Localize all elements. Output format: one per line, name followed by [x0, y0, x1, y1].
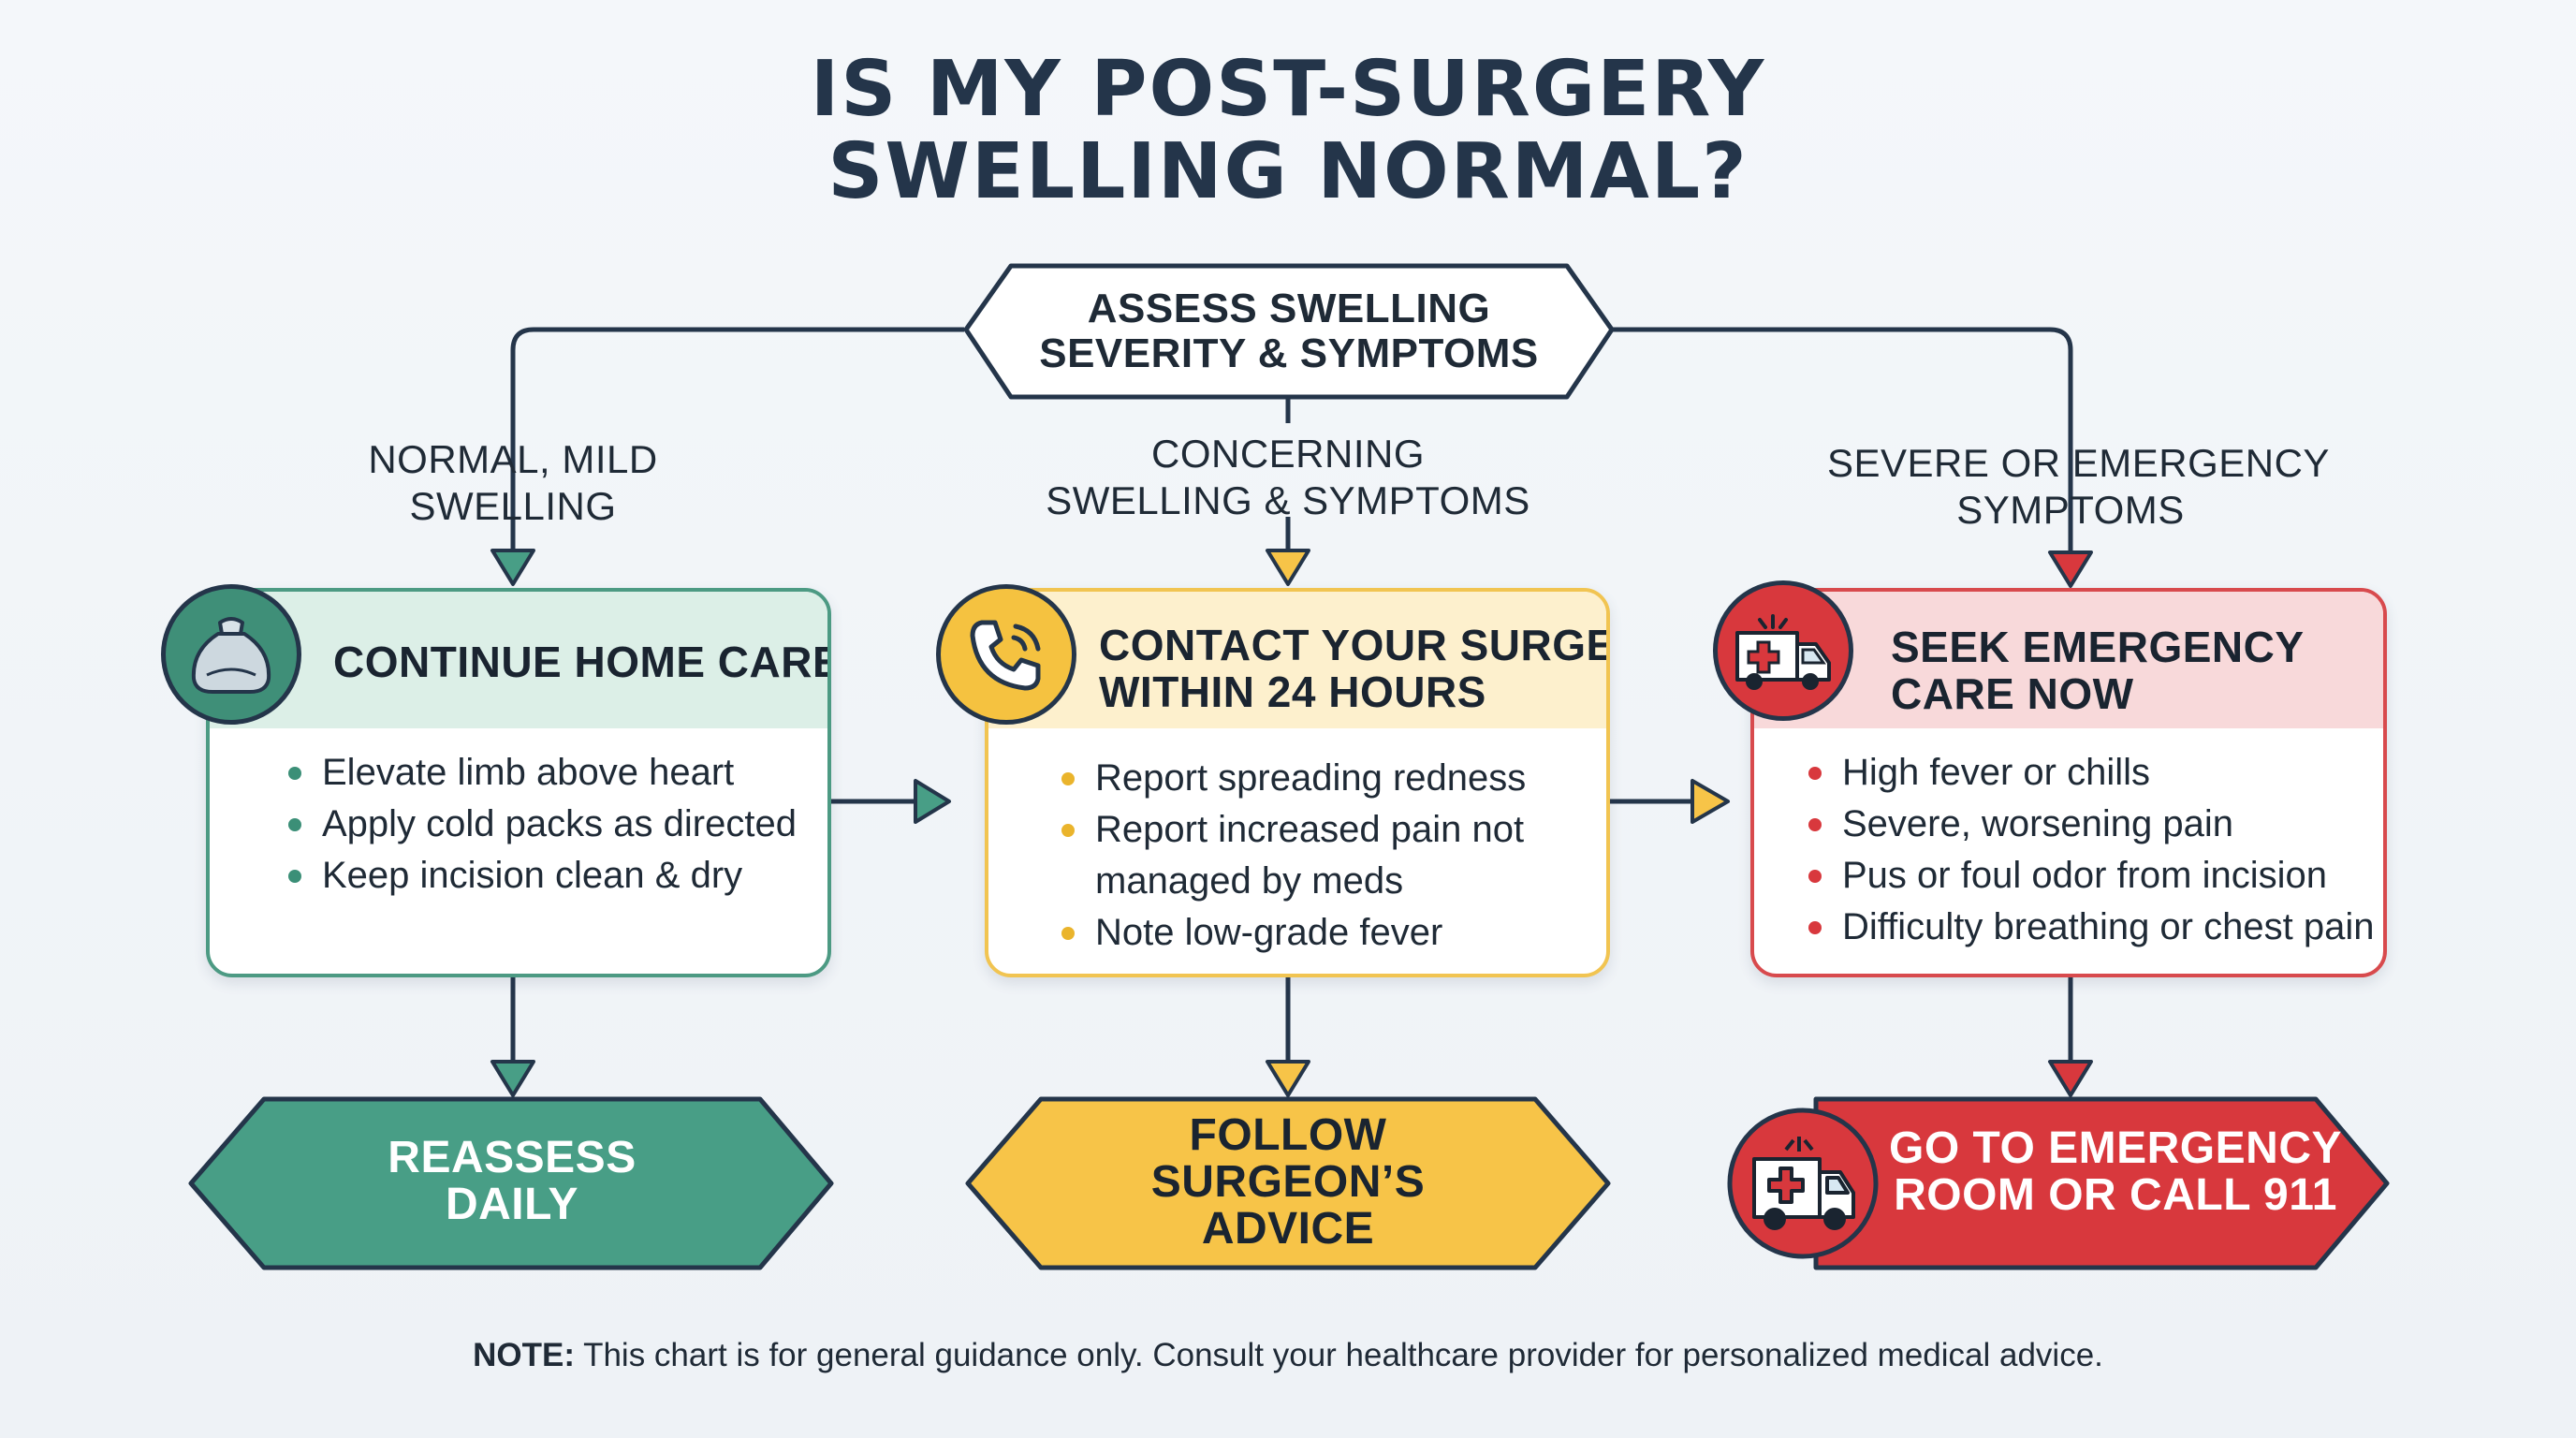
branch-label-concerning-line-2: SWELLING & SYMPTOMS — [1046, 478, 1530, 522]
outcome-ambulance-icon — [1752, 1137, 1855, 1230]
footer-note: NOTE: This chart is for general guidance… — [0, 1337, 2576, 1374]
outcome-follow-advice: FOLLOW SURGEON’S ADVICE — [1041, 1112, 1535, 1253]
title-line-1: IS MY POST-SURGERY — [810, 45, 1766, 134]
outcome-reassess-line-2: DAILY — [445, 1180, 579, 1229]
connector-left — [510, 327, 964, 550]
arrowhead-green-top — [490, 549, 535, 586]
card-home-care-title: CONTINUE HOME CARE — [333, 638, 831, 686]
card-contact-surgeon-title: CONTACT YOUR SURGEON WITHIN 24 HOURS — [1099, 621, 1610, 716]
start-node-shape — [963, 263, 1615, 400]
branch-label-normal: NORMAL, MILD SWELLING — [326, 436, 700, 530]
card-emergency-care-list: High fever or chills Severe, worsening p… — [1805, 747, 2374, 953]
arrowhead-yellow-right — [1690, 779, 1730, 824]
outcome-reassess-line-1: REASSESS — [388, 1133, 637, 1182]
card-home-care: CONTINUE HOME CARE Elevate limb above he… — [206, 588, 831, 977]
card-contact-surgeon-title-line-1: CONTACT YOUR SURGEON — [1099, 621, 1610, 669]
phone-icon — [970, 620, 1041, 691]
card-emergency-care-title: SEEK EMERGENCY CARE NOW — [1891, 624, 2305, 717]
branch-label-concerning-line-1: CONCERNING — [1150, 432, 1425, 476]
footer-note-label: NOTE: — [473, 1337, 575, 1373]
outcome-green-shape — [188, 1096, 834, 1270]
card-home-care-title-line-1: CONTINUE HOME CARE — [333, 638, 831, 686]
outcome-follow-line-2: SURGEON’S — [1150, 1157, 1426, 1207]
card-contact-surgeon-title-line-2: WITHIN 24 HOURS — [1099, 668, 1486, 716]
card-emergency-care: SEEK EMERGENCY CARE NOW High fever or ch… — [1750, 588, 2387, 977]
outcome-emergency-line-1: GO TO EMERGENCY — [1888, 1123, 2342, 1173]
list-item-continuation: managed by meds — [1095, 860, 1404, 902]
branch-label-normal-line-2: SWELLING — [409, 484, 617, 528]
card-contact-surgeon-header — [988, 592, 1606, 728]
card-home-care-header — [210, 592, 827, 728]
outcome-yellow-shape — [965, 1096, 1611, 1270]
ambulance-icon — [1735, 614, 1831, 690]
list-item: Elevate limb above heart — [285, 747, 797, 799]
list-item: Apply cold packs as directed — [285, 799, 797, 850]
list-item: Report increased pain not — [1058, 804, 1526, 856]
list-item: Note low-grade fever — [1058, 907, 1526, 959]
card-emergency-care-title-line-2: CARE NOW — [1891, 669, 2134, 718]
outcome-follow-line-3: ADVICE — [1201, 1204, 1375, 1254]
branch-label-severe-line-2: SYMPTOMS — [1956, 488, 2185, 532]
list-item: Keep incision clean & dry — [285, 850, 797, 902]
branch-label-concerning: CONCERNING SWELLING & SYMPTOMS — [1026, 431, 1550, 524]
outcome-follow-line-1: FOLLOW — [1189, 1110, 1387, 1160]
outcome-emergency-room: GO TO EMERGENCY ROOM OR CALL 911 — [1881, 1125, 2349, 1219]
card-contact-surgeon-list: Report spreading redness Report increase… — [1058, 753, 1526, 959]
arrowhead-green-right — [914, 779, 951, 824]
list-item: Pus or foul odor from incision — [1805, 850, 2374, 902]
ambulance-icon-badge — [1713, 580, 1853, 721]
branch-label-normal-line-1: NORMAL, MILD — [368, 437, 658, 481]
list-item: High fever or chills — [1805, 747, 2374, 799]
card-contact-surgeon: CONTACT YOUR SURGEON WITHIN 24 HOURS Rep… — [985, 588, 1610, 977]
start-node-line-2: SEVERITY & SYMPTOMS — [1039, 330, 1539, 376]
phone-icon-badge — [936, 584, 1076, 725]
branch-label-severe-line-1: SEVERE OR EMERGENCY — [1827, 441, 2330, 485]
card-home-care-list: Elevate limb above heart Apply cold pack… — [285, 747, 797, 902]
list-item: Severe, worsening pain — [1805, 799, 2374, 850]
arrowhead-red-bottom — [2048, 1060, 2093, 1097]
title-line-2: SWELLING NORMAL? — [827, 127, 1749, 216]
arrowhead-green-bottom — [490, 1060, 535, 1097]
outcome-emergency-line-2: ROOM OR CALL 911 — [1894, 1170, 2337, 1220]
arrowhead-yellow-top — [1266, 549, 1310, 586]
connector-right — [1612, 327, 2073, 552]
cold-pack-icon-badge — [161, 584, 301, 725]
list-item: Difficulty breathing or chest pain — [1805, 902, 2374, 953]
arrowhead-red-top — [2048, 550, 2093, 588]
footer-note-text: This chart is for general guidance only.… — [574, 1337, 2103, 1373]
card-emergency-care-header — [1754, 592, 2383, 728]
cold-pack-icon — [191, 617, 271, 694]
outcome-reassess-daily: REASSESS DAILY — [264, 1135, 760, 1228]
branch-label-severe: SEVERE OR EMERGENCY SYMPTOMS — [1827, 440, 2330, 534]
start-node: ASSESS SWELLING SEVERITY & SYMPTOMS — [1011, 286, 1567, 376]
card-emergency-care-title-line-1: SEEK EMERGENCY — [1891, 623, 2305, 671]
page-title: IS MY POST-SURGERY SWELLING NORMAL? — [0, 49, 2576, 213]
start-node-line-1: ASSESS SWELLING — [1087, 286, 1491, 331]
arrowhead-yellow-bottom — [1266, 1060, 1310, 1097]
list-item: Report spreading redness — [1058, 753, 1526, 804]
